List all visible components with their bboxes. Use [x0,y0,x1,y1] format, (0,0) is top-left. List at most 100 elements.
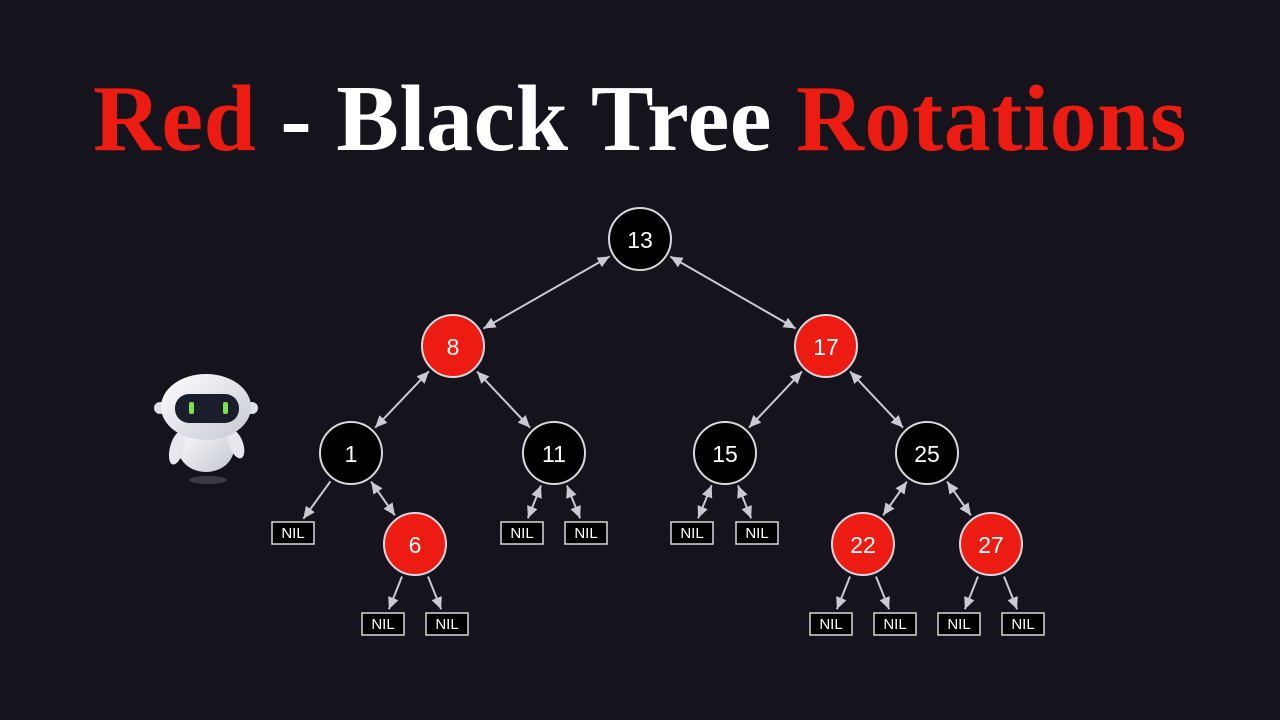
nil-leaf: NIL [1001,612,1045,636]
title-word-rotations: Rotations [796,67,1187,171]
arrow-head-down [697,505,708,519]
edge-line [482,255,611,330]
arrow-head-up [850,371,863,384]
nil-leaf: NIL [361,612,405,636]
node-label: 13 [627,227,653,253]
edge-line [748,370,803,429]
red-node-circle [383,512,447,576]
black-node-circle [895,421,959,485]
node-label: 11 [542,441,566,467]
black-node-circle [319,421,383,485]
arrow-head-up [416,371,429,384]
nil-label: NIL [1011,616,1034,633]
nil-box [809,612,853,636]
arrow-head-up [737,485,748,499]
edge-line [476,370,531,429]
edge-n13-n8 [482,255,611,330]
arrow-head-up [702,485,713,499]
arrow-head-down [527,505,538,519]
nil-leaf: NIL [564,521,608,545]
arrow-head-up [947,481,959,495]
tree-node-6: 6 [383,512,447,576]
title-word-tree: Tree [590,67,773,171]
arrow-head-up [895,481,907,495]
node-label: 17 [813,334,839,360]
arrow-head-up [670,256,684,268]
node-label: 22 [850,532,876,558]
tree-node-17: 17 [794,314,858,378]
black-node-circle [608,207,672,271]
edge-n17-n15 [748,370,803,429]
page-title: Red - Black Tree Rotations [0,72,1280,166]
black-node-circle [522,421,586,485]
nil-box [564,521,608,545]
tree-node-13: 13 [608,207,672,271]
arrow-head-down [879,596,890,610]
nil-leaf: NIL [500,521,544,545]
nil-box [873,612,917,636]
tree-node-27: 27 [959,512,1023,576]
nil-leaf: NIL [735,521,779,545]
edge-n1-n6 [370,481,396,516]
edge-n22-nil22a [835,576,851,610]
edge-line [374,370,430,429]
edge-n22-nil22b [875,576,891,610]
node-label: 8 [447,334,460,360]
nil-label: NIL [680,525,703,542]
arrow-head-down [570,505,581,519]
arrow-head-down [749,415,762,428]
arrow-head-up [566,485,577,499]
tree-node-15: 15 [693,421,757,485]
nil-box [361,612,405,636]
arrow-head-down [964,596,975,610]
robot-icon [154,374,258,484]
node-label: 1 [345,441,358,467]
nil-label: NIL [435,616,458,633]
arrow-head-down [1007,596,1018,610]
edge-line [669,255,797,330]
edge-n1-nil1 [302,480,332,520]
arrow-head-down [517,415,530,428]
nil-leaf: NIL [670,521,714,545]
edge-n15-nil15b [737,485,753,519]
node-label: 6 [409,532,422,558]
arrow-head-up [789,371,802,384]
nil-leaf: NIL [873,612,917,636]
tree-node-25: 25 [895,421,959,485]
arrow-head-down [959,502,971,516]
nil-box [271,521,315,545]
nil-label: NIL [883,616,906,633]
edge-n27-nil27b [1003,576,1019,610]
arrow-head-up [371,481,383,495]
node-label: 27 [978,532,1004,558]
nil-box [670,521,714,545]
nil-box [735,521,779,545]
nil-box [937,612,981,636]
nil-label: NIL [574,525,597,542]
arrow-head-up [477,371,490,384]
arrow-head-down [375,415,388,428]
title-word-red: Red [93,67,257,171]
tree-node-11: 11 [522,421,586,485]
nil-label: NIL [745,525,768,542]
nil-leaf: NIL [809,612,853,636]
nil-label: NIL [510,525,533,542]
edge-n11-nil11b [566,485,582,519]
arrow-head-down [836,596,847,610]
edge-n8-n1 [374,370,430,429]
title-word-black: Black [336,67,569,171]
arrow-head-down [890,415,903,428]
edge-n11-nil11a [526,485,542,519]
node-label: 25 [914,441,940,467]
arrow-head-down [782,317,796,329]
nil-box [500,521,544,545]
nil-leaf: NIL [271,521,315,545]
edge-n15-nil15a [697,484,713,519]
edge-n25-n22 [882,481,908,516]
arrow-head-up [531,485,542,499]
nil-label: NIL [947,616,970,633]
arrow-head-down [388,596,399,610]
arrow-head-down [883,502,895,516]
red-node-circle [421,314,485,378]
